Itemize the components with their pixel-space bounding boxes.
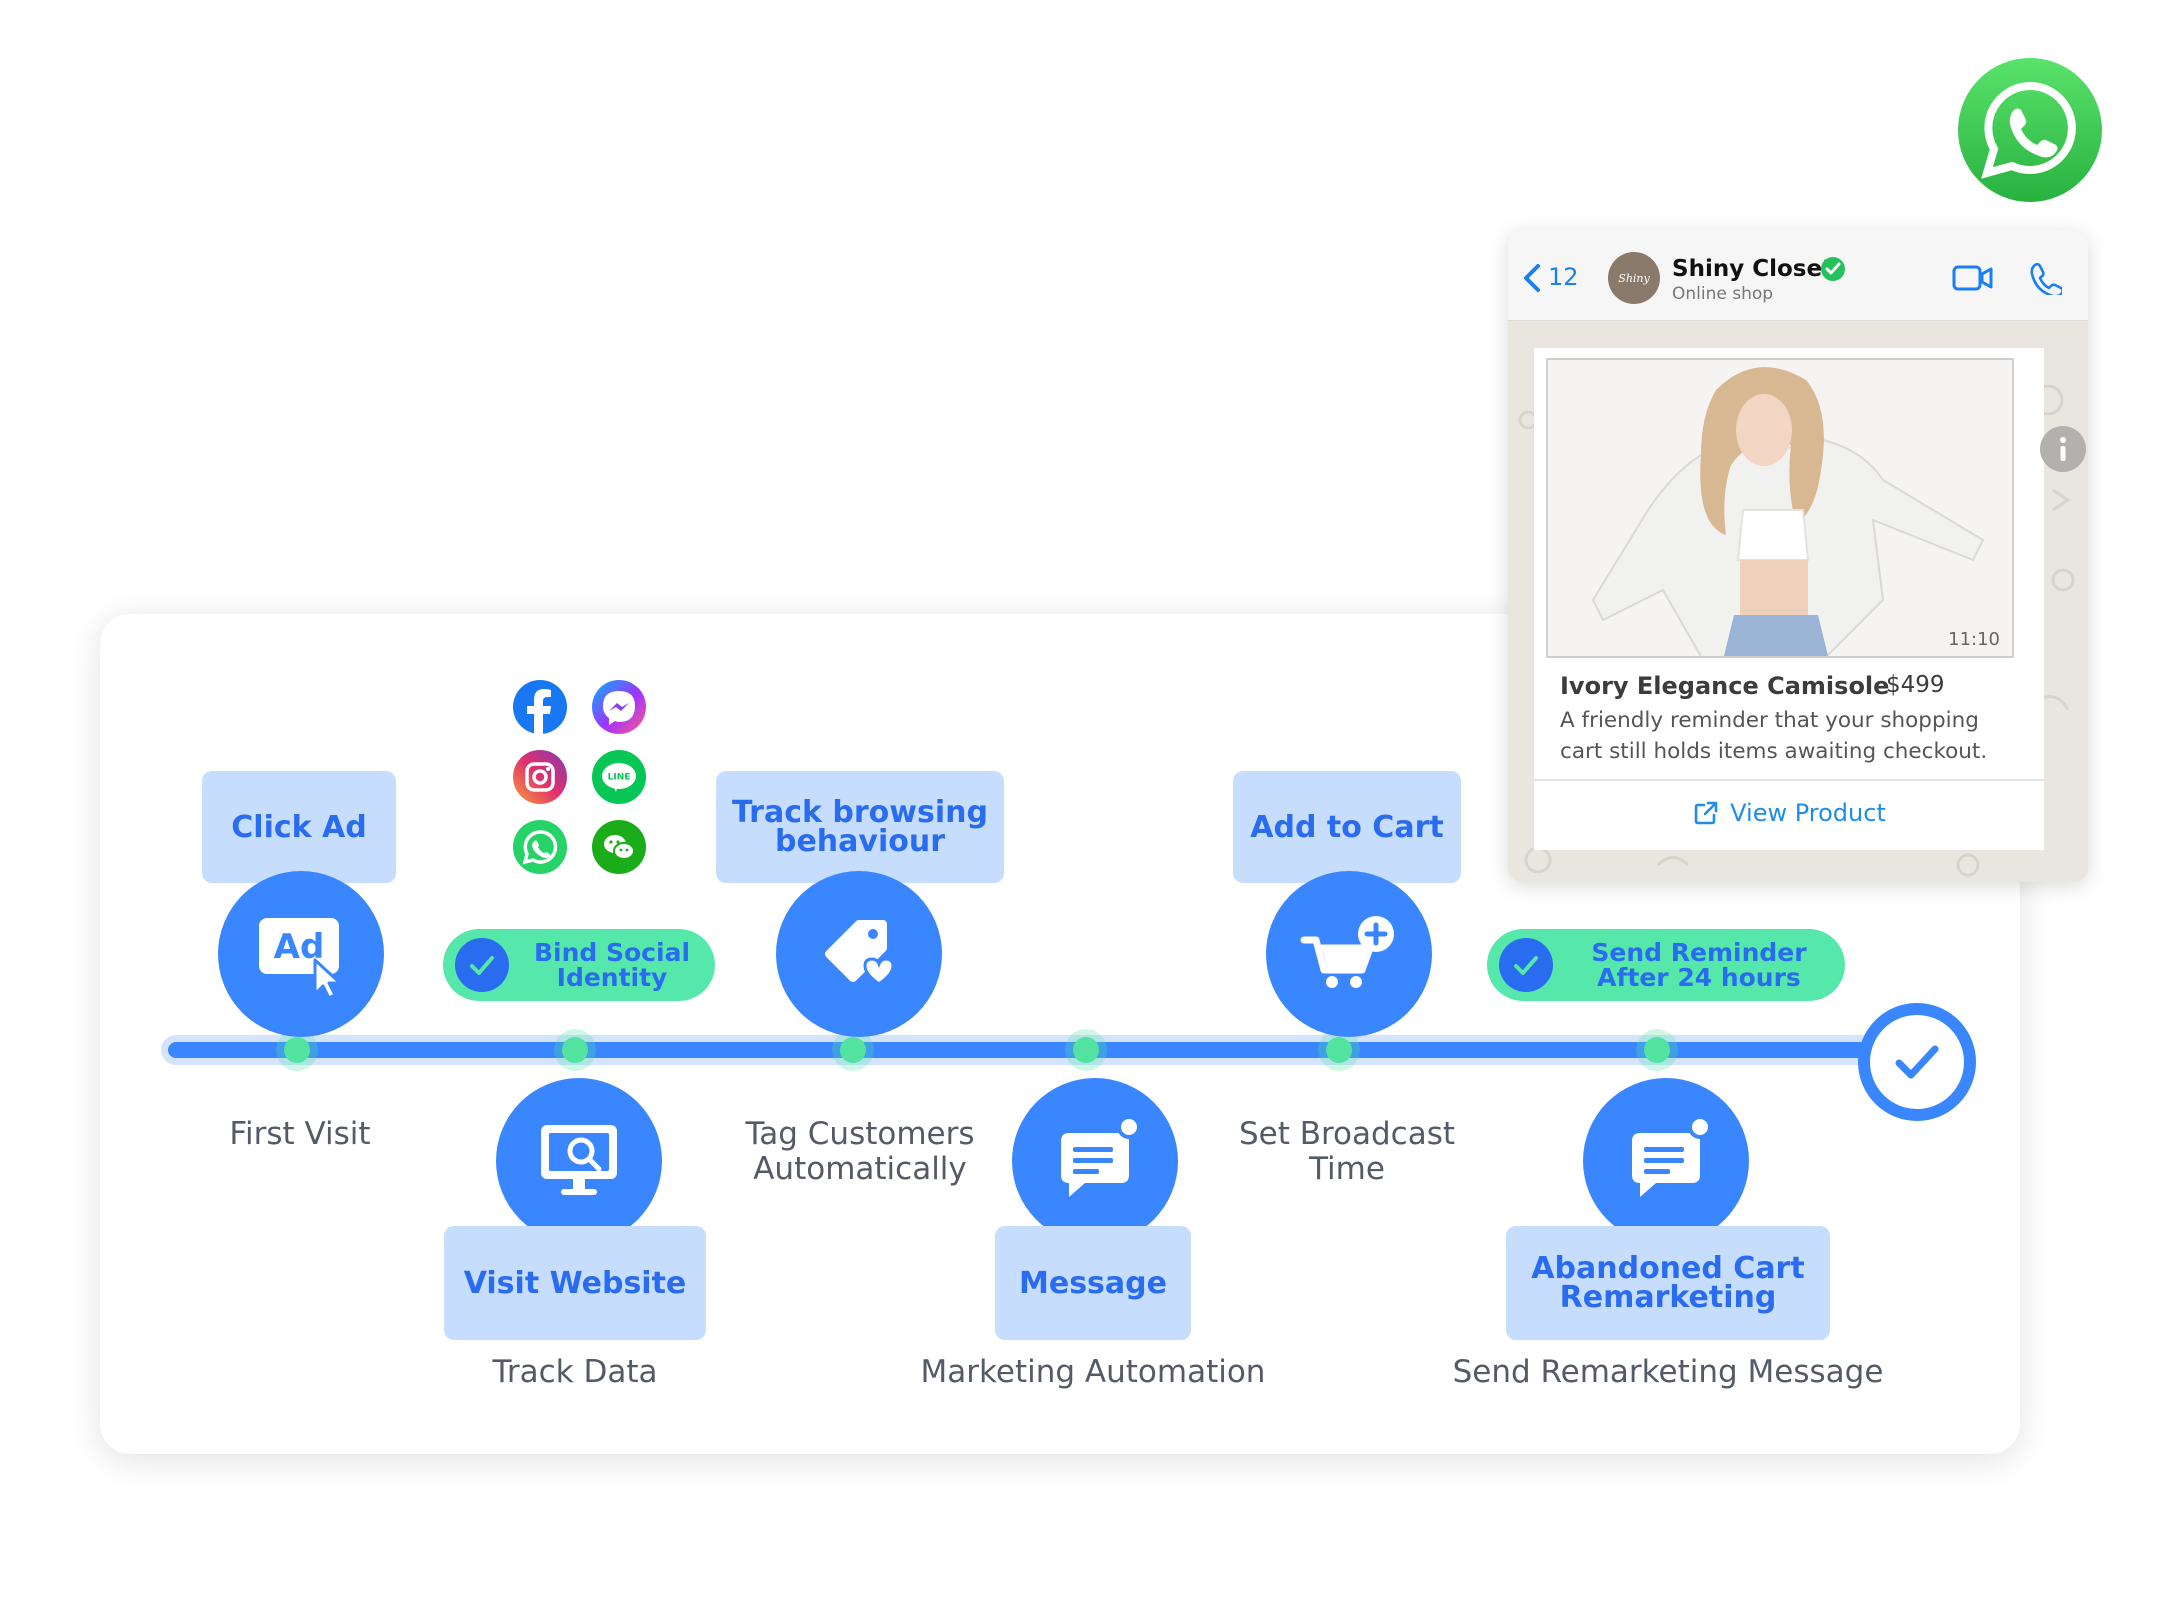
message-icon	[1061, 1115, 1141, 1197]
timeline-dot	[840, 1037, 866, 1063]
tag-heart-icon	[825, 920, 895, 986]
tag-step-circle	[776, 871, 942, 1037]
visit-website-text: Visit Website	[463, 1265, 687, 1301]
info-icon[interactable]	[2040, 426, 2086, 472]
set-broadcast-line2: Time	[1309, 1151, 1385, 1187]
avatar-text: Shiny	[1618, 271, 1650, 285]
product-photo-illustration	[1548, 360, 2012, 656]
click-ad-text: Click Ad	[231, 809, 367, 845]
verified-badge-icon	[1821, 257, 1845, 281]
whatsapp-chat-preview: 12 Shiny Shiny Closet Online shop	[1508, 230, 2088, 882]
bind-social-line1: Bind Social	[533, 938, 691, 967]
click-ad-label: Click Ad	[202, 771, 396, 883]
facebook-icon	[513, 680, 567, 734]
reminder-line1: A friendly reminder that your shopping	[1560, 708, 1979, 733]
chat-header: 12 Shiny Shiny Closet Online shop	[1508, 230, 2088, 321]
instagram-icon	[513, 750, 567, 804]
monitor-search-icon	[541, 1125, 617, 1195]
abandoned-line1: Abandoned Cart	[1531, 1251, 1805, 1286]
tag-customers-line1: Tag Customers	[745, 1116, 975, 1152]
phone-call-icon[interactable]	[2028, 261, 2062, 295]
track-data-caption: Track Data	[492, 1354, 658, 1390]
send-reminder-line1: Send Reminder	[1591, 938, 1807, 967]
track-browsing-line1: Track browsing	[732, 795, 988, 830]
timeline-dot	[1073, 1037, 1099, 1063]
whatsapp-logo-icon	[1958, 58, 2102, 202]
finish-check-icon	[1858, 1003, 1976, 1121]
view-product-label: View Product	[1730, 799, 1886, 827]
ad-click-icon: Ad	[259, 918, 342, 1000]
timeline-dot	[284, 1037, 310, 1063]
back-chevron-icon[interactable]	[1520, 262, 1544, 294]
website-step-circle	[496, 1078, 662, 1244]
marketing-automation-caption: Marketing Automation	[920, 1354, 1266, 1390]
view-product-button[interactable]: View Product	[1534, 788, 2044, 838]
message-step-circle	[1012, 1078, 1178, 1244]
whatsapp-icon	[513, 820, 567, 874]
first-visit-caption: First Visit	[229, 1116, 371, 1152]
wechat-icon	[592, 820, 646, 874]
line-icon: LINE	[592, 750, 646, 804]
add-to-cart-label: Add to Cart	[1233, 771, 1461, 883]
svg-text:LINE: LINE	[608, 773, 631, 783]
set-broadcast-line1: Set Broadcast	[1238, 1116, 1456, 1152]
message-label: Message	[995, 1226, 1191, 1340]
tag-customers-line2: Automatically	[753, 1151, 967, 1187]
cart-step-circle	[1266, 871, 1432, 1037]
back-count[interactable]: 12	[1548, 263, 1579, 291]
visit-website-label: Visit Website	[444, 1226, 706, 1340]
shop-avatar: Shiny	[1608, 252, 1660, 304]
timeline-dot	[562, 1037, 588, 1063]
check-icon	[1499, 938, 1553, 992]
cart-add-icon	[1300, 916, 1394, 988]
message-icon	[1632, 1115, 1712, 1197]
ad-step-circle: Ad	[218, 871, 384, 1037]
product-message-bubble: 11:10 Ivory Elegance Camisole $499 A fri…	[1534, 348, 2044, 850]
product-price: $499	[1886, 672, 1945, 698]
video-call-icon[interactable]	[1952, 264, 1994, 292]
product-photo: 11:10	[1546, 358, 2014, 658]
reminder-line2: cart still holds items awaiting checkout…	[1560, 739, 1988, 764]
send-reminder-line2: After 24 hours	[1597, 963, 1801, 992]
external-link-icon	[1694, 801, 1718, 825]
message-time: 11:10	[1948, 629, 2000, 650]
timeline-track	[168, 1042, 1888, 1058]
shop-name: Shiny Closet	[1672, 256, 1834, 282]
bind-social-line2: Identity	[556, 963, 668, 992]
timeline-dot	[1326, 1037, 1352, 1063]
check-icon	[455, 938, 509, 992]
abandoned-line2: Remarketing	[1559, 1280, 1777, 1315]
shop-subtitle: Online shop	[1672, 284, 1774, 304]
message-text: Message	[1019, 1265, 1167, 1301]
abandoned-step-circle	[1583, 1078, 1749, 1244]
track-browsing-line2: behaviour	[774, 824, 945, 859]
product-name: Ivory Elegance Camisole	[1560, 672, 1890, 700]
messenger-icon	[592, 680, 646, 734]
send-remarketing-caption: Send Remarketing Message	[1452, 1354, 1884, 1390]
bubble-divider	[1534, 779, 2044, 781]
add-to-cart-text: Add to Cart	[1250, 809, 1444, 845]
timeline-dot	[1644, 1037, 1670, 1063]
